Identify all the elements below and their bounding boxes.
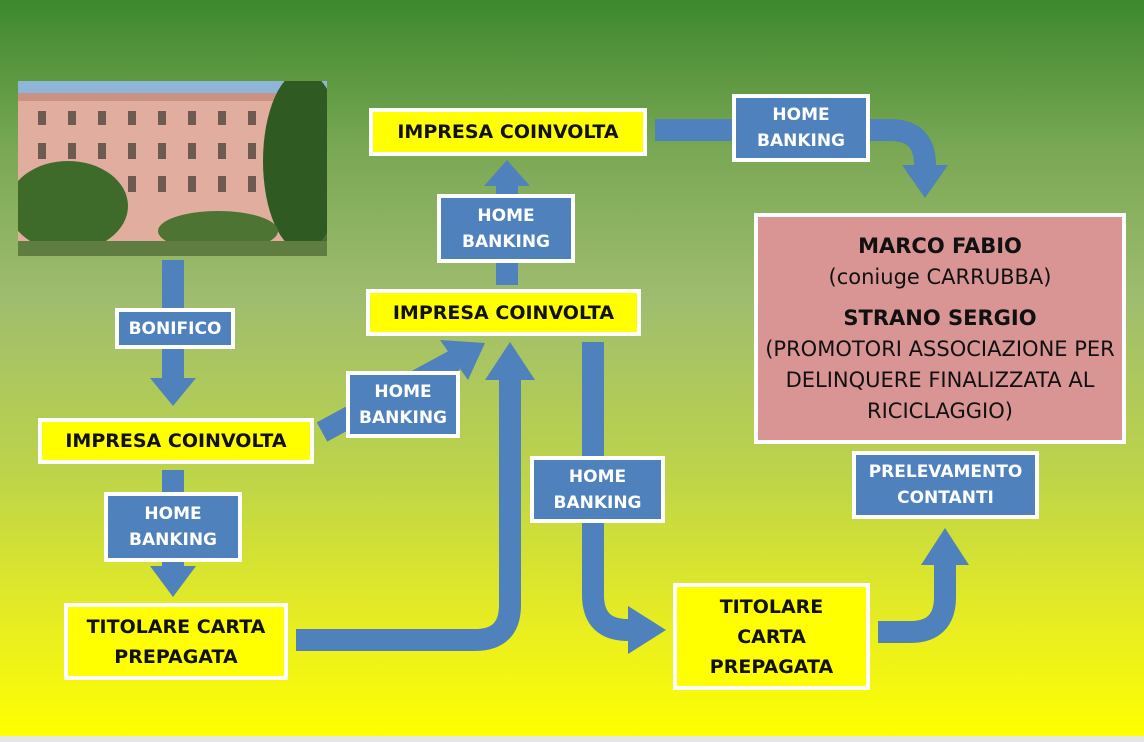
target-name: STRANO SERGIO (843, 305, 1037, 330)
label-home-banking-diag: HOME BANKING (346, 371, 460, 438)
arrowhead-icon (921, 528, 969, 565)
arrowhead-icon (902, 165, 948, 198)
arrowhead-icon (484, 160, 530, 186)
label-text: BONIFICO (128, 318, 222, 339)
target-box: MARCO FABIO (coniuge CARRUBBA) STRANO SE… (754, 213, 1126, 444)
node-label: TITOLARE CARTA (86, 615, 266, 638)
target-note: RICICLAGGIO) (867, 398, 1013, 423)
target-note: (PROMOTORI ASSOCIAZIONE PER (765, 336, 1115, 361)
node-impresa-top: IMPRESA COINVOLTA (369, 108, 647, 156)
label-bonifico: BONIFICO (115, 308, 235, 349)
node-impresa-mid: IMPRESA COINVOLTA (366, 289, 641, 336)
arrow-mid-to-titolare-right (582, 342, 640, 641)
node-label: IMPRESA COINVOLTA (397, 121, 619, 143)
label-home-banking-down: HOME BANKING (530, 456, 665, 523)
label-home-banking-left: HOME BANKING (104, 492, 242, 562)
node-titolare-left: TITOLARE CARTA PREPAGATA (64, 603, 288, 680)
arrowhead-icon (485, 342, 535, 380)
label-text: BANKING (461, 231, 551, 252)
node-impresa-left: IMPRESA COINVOLTA (38, 418, 314, 464)
node-label: CARTA (737, 625, 806, 648)
label-prelevamento: PRELEVAMENTO CONTANTI (852, 451, 1039, 519)
node-titolare-right: TITOLARE CARTA PREPAGATA (673, 583, 870, 690)
label-home-banking-top: HOME BANKING (732, 94, 870, 162)
label-text: BANKING (128, 530, 218, 550)
label-text: HOME (772, 105, 830, 125)
node-label: PREPAGATA (114, 645, 238, 668)
label-home-banking-up: HOME BANKING (437, 194, 575, 263)
arrow-titolare-right-to-prelevamento (878, 560, 956, 643)
node-label: IMPRESA COINVOLTA (65, 430, 287, 452)
arrowhead-icon (150, 566, 196, 597)
label-text: HOME (374, 381, 432, 402)
node-label: PREPAGATA (709, 655, 834, 678)
label-text: PRELEVAMENTO (868, 462, 1023, 482)
arrow-titolare-left-to-mid (296, 375, 521, 651)
building-illustration (18, 81, 327, 256)
label-text: HOME (568, 466, 627, 487)
node-label: IMPRESA COINVOLTA (392, 301, 615, 324)
label-text: BANKING (553, 492, 642, 513)
label-text: BANKING (756, 131, 846, 151)
label-text: HOME (477, 205, 535, 226)
target-note: (coniuge CARRUBBA) (828, 264, 1052, 289)
target-note: DELINQUERE FINALIZZATA AL (785, 367, 1095, 392)
arrowhead-icon (628, 606, 666, 654)
label-text: CONTANTI (897, 488, 994, 508)
arrowhead-icon (440, 340, 485, 380)
label-text: HOME (144, 504, 202, 524)
label-text: BANKING (358, 407, 448, 428)
arrow-top-to-target (655, 119, 936, 170)
node-label: TITOLARE (719, 595, 824, 618)
arrowhead-icon (150, 378, 196, 406)
target-name: MARCO FABIO (858, 233, 1022, 258)
building-photo (18, 81, 327, 256)
